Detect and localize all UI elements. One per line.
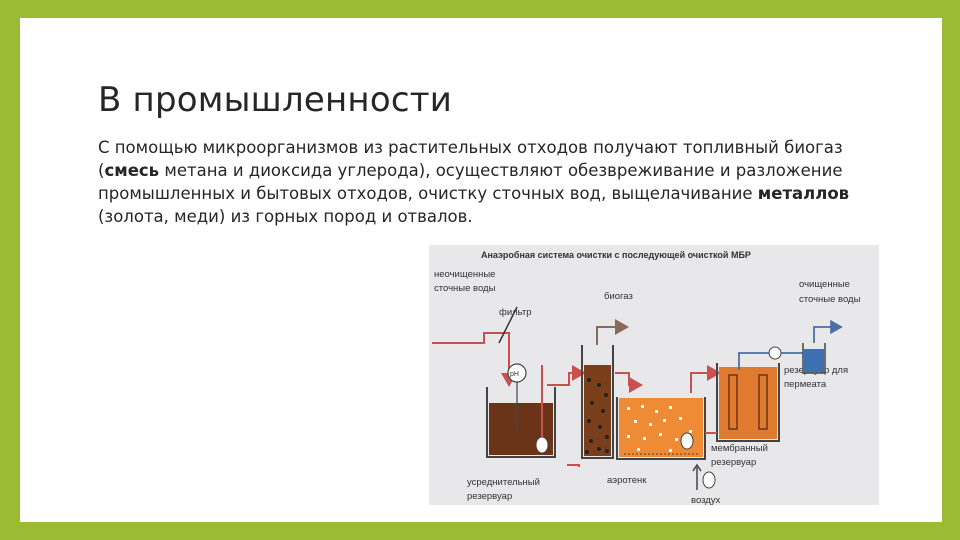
filter-line — [498, 306, 518, 344]
membrane-module-1 — [728, 374, 738, 430]
permeate-pump-icon — [768, 346, 782, 360]
label-aerotank: аэротенк — [607, 475, 647, 486]
permeate-tank-liquid — [804, 349, 824, 372]
paragraph-text-3: (золота, меди) из горных пород и отвалов… — [98, 207, 473, 226]
membrane-tank-liquid — [719, 367, 777, 439]
paragraph-text-2: метана и диоксида углерода), осуществляю… — [98, 161, 843, 203]
paragraph-bold-2: металлов — [757, 184, 850, 203]
label-permeate-2: пермеата — [784, 379, 827, 390]
label-filter: фильтр — [499, 307, 532, 318]
label-untreated-1: неочищенные — [434, 269, 495, 280]
label-treated-1: очищенные — [799, 279, 850, 290]
treatment-diagram: Анаэробная система очистки с последующей… — [429, 245, 879, 505]
aerotank-outline — [616, 397, 706, 460]
aeration-bubbles — [627, 405, 692, 452]
body-paragraph: С помощью микроорганизмов из растительны… — [98, 136, 858, 228]
equalizer-tank-outline — [486, 387, 556, 458]
paragraph-text-1: С помощью микроорганизмов из растительны… — [98, 138, 843, 180]
diagram-title: Анаэробная система очистки с последующей… — [481, 250, 751, 260]
pump-icon — [535, 436, 549, 454]
bioreactor-outline — [581, 345, 614, 459]
membrane-module-2 — [758, 374, 768, 430]
treatment-diagram-svg: Анаэробная система очистки с последующей… — [432, 250, 861, 505]
label-air: воздух — [691, 495, 721, 505]
treated-water-outlet — [813, 319, 843, 343]
label-ph: pH — [510, 371, 519, 378]
slide-title: В промышленности — [98, 80, 453, 120]
bioreactor-granules — [585, 378, 609, 454]
permeate-tank-outline — [802, 343, 826, 374]
membrane-tank-outline — [716, 363, 780, 442]
inlet-pipe — [432, 332, 517, 387]
blower-icon — [702, 471, 716, 489]
label-equalizer-1: усреднительный — [467, 477, 540, 488]
aerotank-pump-icon — [680, 432, 694, 450]
label-treated-2: сточные воды — [799, 294, 861, 305]
biogas-pipe — [596, 319, 629, 345]
paragraph-bold-1: смесь — [104, 161, 160, 180]
label-membrane-2: резервуар — [711, 457, 756, 468]
label-equalizer-2: резервуар — [467, 491, 512, 502]
label-biogas: биогаз — [604, 291, 633, 302]
label-untreated-2: сточные воды — [434, 283, 496, 294]
label-membrane-1: мембранный — [711, 443, 768, 454]
slide: В промышленности С помощью микроорганизм… — [20, 18, 942, 522]
